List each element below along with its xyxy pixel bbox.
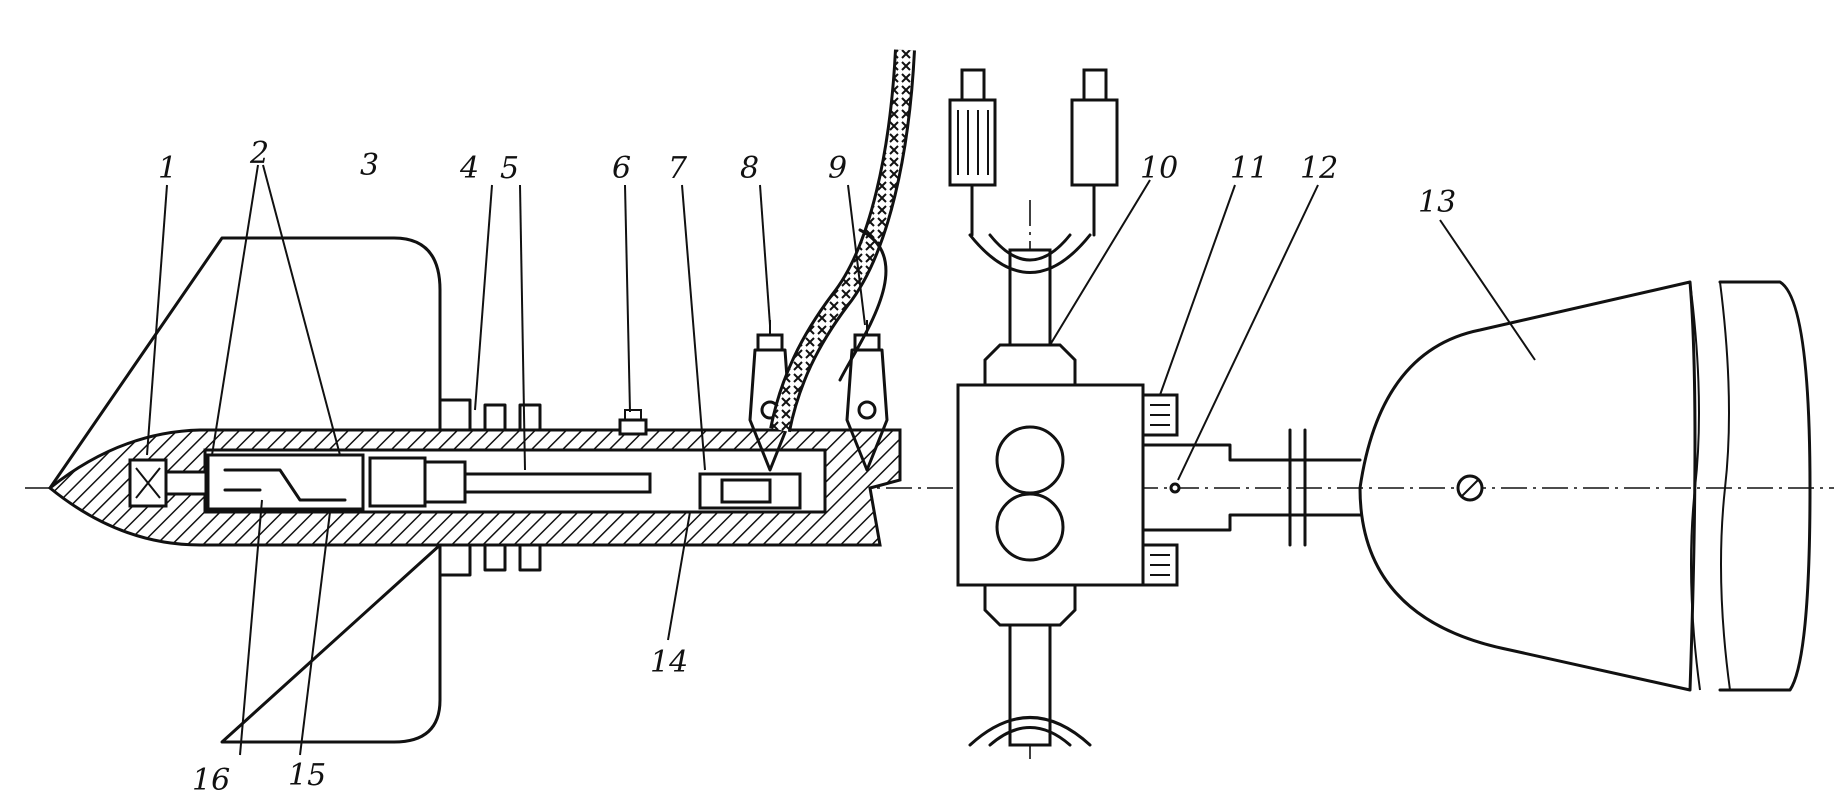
callout-13: 13 bbox=[1418, 185, 1456, 220]
callout-5: 5 bbox=[500, 151, 519, 186]
bellows-seal bbox=[438, 398, 542, 577]
callout-6: 6 bbox=[612, 151, 631, 186]
hose-left bbox=[948, 68, 997, 237]
callout-7: 7 bbox=[668, 151, 688, 186]
shaft-flange bbox=[1288, 428, 1307, 547]
bottom-elbow bbox=[968, 716, 1092, 747]
callout-9: 9 bbox=[828, 151, 847, 186]
callout-15: 15 bbox=[288, 758, 326, 793]
connector-insert bbox=[720, 478, 772, 504]
terminal-post-right bbox=[845, 320, 889, 472]
handle-shaft bbox=[1141, 443, 1362, 532]
terminal-post-left bbox=[748, 320, 792, 472]
handle-grip bbox=[1358, 280, 1697, 692]
sensor-assembly bbox=[206, 453, 467, 511]
shaft-pin bbox=[1169, 482, 1181, 494]
set-screw bbox=[618, 409, 648, 436]
signal-cable-braid bbox=[772, 49, 913, 432]
side-nut-top bbox=[1141, 393, 1179, 437]
callout-10: 10 bbox=[1140, 151, 1178, 186]
cable-loop bbox=[838, 228, 888, 382]
bottom-elbow-inner bbox=[988, 726, 1072, 747]
tip-nozzle bbox=[128, 458, 208, 508]
callout-8: 8 bbox=[740, 151, 759, 186]
central-rod bbox=[463, 472, 652, 494]
stabilizer-fin bbox=[48, 236, 442, 744]
leader-lines bbox=[146, 164, 1536, 756]
handle-end bbox=[1718, 280, 1812, 692]
hose-right bbox=[1070, 68, 1119, 237]
handle-break-line bbox=[1689, 281, 1731, 691]
callout-16: 16 bbox=[192, 763, 230, 798]
callout-2: 2 bbox=[249, 136, 269, 171]
callout-3: 3 bbox=[360, 148, 379, 183]
side-nut-bottom bbox=[1141, 543, 1179, 587]
callout-14: 14 bbox=[650, 645, 688, 680]
callout-1: 1 bbox=[158, 151, 177, 186]
handle-screw-slot bbox=[1461, 479, 1479, 497]
callout-4: 4 bbox=[459, 151, 479, 186]
coupling-head bbox=[956, 233, 1145, 747]
callout-11: 11 bbox=[1230, 151, 1268, 186]
callout-12: 12 bbox=[1300, 151, 1338, 186]
